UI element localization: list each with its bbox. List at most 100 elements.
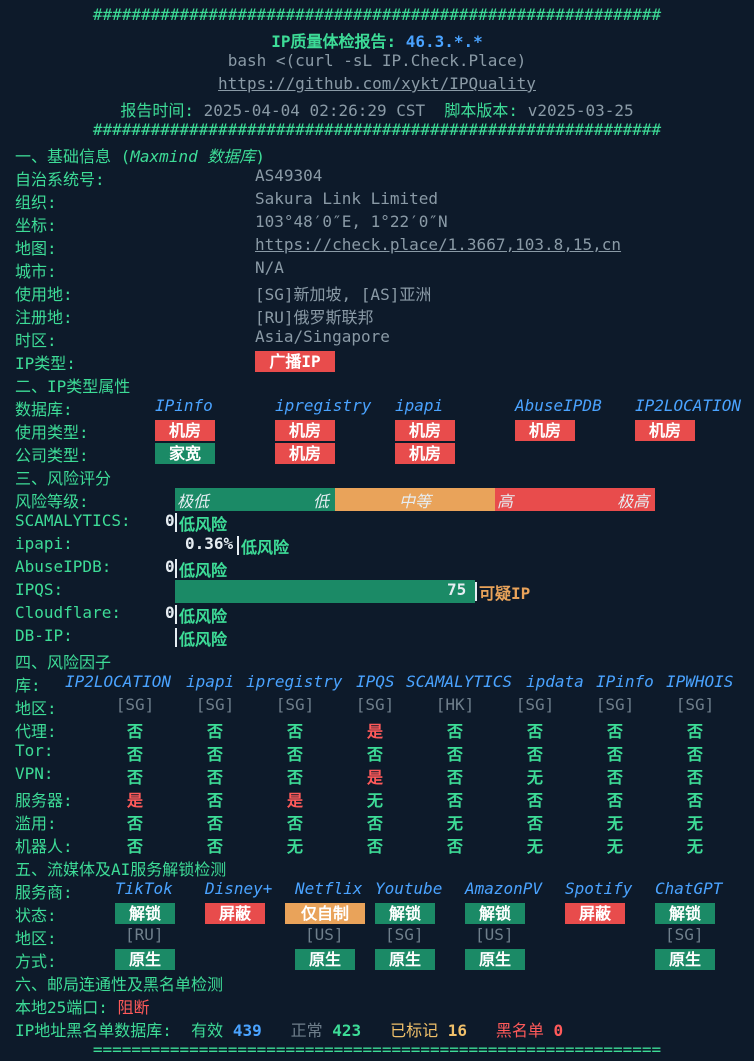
factor-cell: 否: [206, 768, 223, 787]
iptype-label: IP类型:: [15, 354, 76, 373]
asn-label: 自治系统号:: [15, 170, 105, 189]
report-time-label: 报告时间:: [120, 101, 204, 120]
registration-value: [RU]俄罗斯联邦: [255, 308, 374, 327]
risk-text: 可疑IP: [479, 584, 531, 603]
iptype-db-1: IPinfo: [155, 396, 213, 415]
blacklist-line: IP地址黑名单数据库: 有效 439 正常 423 已标记 16 黑名单 0: [15, 1017, 563, 1041]
factor-cell: 否: [126, 722, 143, 741]
factor-row-label: 服务器:: [15, 791, 73, 810]
stream-status-4: 解锁: [375, 903, 435, 924]
iptype-db-2: ipregistry: [275, 396, 372, 415]
risk-level-text: 高: [497, 492, 514, 511]
blacklist-label: IP地址黑名单数据库:: [15, 1021, 192, 1040]
stream-region-7: [SG]: [665, 925, 704, 944]
risk-text: 低风险: [179, 561, 228, 580]
risk-score: 0.36%: [185, 534, 234, 553]
iptype-usage-2: 机房: [275, 420, 335, 441]
factor-cell: [SG]: [195, 695, 235, 714]
risk-source-4: IPQS:: [15, 580, 64, 599]
report-meta: 报告时间: 2025-04-04 02:26:29 CST 脚本版本: v202…: [0, 97, 754, 121]
command-line: bash <(curl -sL IP.Check.Place): [227, 51, 527, 70]
factor-cell: 否: [206, 745, 223, 764]
section-basic-db: Maxmind 数据库: [130, 147, 256, 166]
stream-status-2: 屏蔽: [205, 903, 265, 924]
factor-row-label: 滥用:: [15, 814, 57, 833]
factor-lib-4: IPQS: [356, 672, 395, 691]
eq-divider: ========================================…: [92, 1040, 662, 1059]
factor-cell: 无: [686, 814, 703, 833]
stream-status-3: 仅自制: [285, 903, 365, 924]
section-factors-title: 四、风险因子: [15, 653, 112, 672]
factor-cell: 否: [526, 791, 543, 810]
factor-cell: 无: [606, 837, 623, 856]
factor-cell: 否: [286, 768, 303, 787]
stream-status-1: 解锁: [115, 903, 175, 924]
factor-cell: 否: [366, 745, 383, 764]
factor-cell: 否: [446, 837, 463, 856]
section-streaming-title: 五、流媒体及AI服务解锁检测: [15, 860, 227, 879]
risk-score: 75: [447, 580, 467, 599]
risk-scale-segment-2: 中等: [335, 488, 495, 511]
map-link[interactable]: https://check.place/1.3667,103.8,15,cn: [255, 235, 622, 254]
factor-cell: 否: [526, 745, 543, 764]
factor-cell: 否: [686, 768, 703, 787]
risk-level-text: 中等: [398, 492, 431, 511]
factor-cell: [SG]: [355, 695, 395, 714]
factor-cell: 无: [286, 837, 303, 856]
stream-region-3: [US]: [305, 925, 344, 944]
risk-divider: [175, 513, 177, 532]
iptype-db-5: IP2LOCATION: [635, 396, 741, 415]
org-value: Sakura Link Limited: [255, 189, 439, 208]
risk-level-text: 极高: [616, 492, 649, 511]
iptype-db-3: ipapi: [395, 396, 444, 415]
registration-label: 注册地:: [15, 308, 73, 327]
asn-value: AS49304: [255, 166, 323, 185]
factor-cell: 否: [526, 722, 543, 741]
hash-divider-top: ########################################…: [92, 5, 662, 24]
factor-cell: 无: [366, 791, 383, 810]
factor-cell: 否: [606, 745, 623, 764]
risk-source-6: DB-IP:: [15, 626, 73, 645]
iptype-usage-5: 机房: [635, 420, 695, 441]
factor-cell: 否: [206, 837, 223, 856]
factor-cell: 否: [366, 814, 383, 833]
city-value: N/A: [255, 258, 284, 277]
valid-count: 439: [232, 1021, 262, 1040]
factor-cell: 否: [446, 722, 463, 741]
stream-method-1: 原生: [115, 949, 175, 970]
factor-cell: 无: [526, 837, 543, 856]
stream-method-4: 原生: [375, 949, 435, 970]
stream-service-3: Netflix: [295, 879, 363, 898]
factor-cell: 否: [206, 722, 223, 741]
iptype-company-3: 机房: [395, 443, 455, 464]
section-iptype-title: 二、IP类型属性: [15, 377, 131, 396]
factor-row-label: 机器人:: [15, 837, 73, 856]
stream-service-5: AmazonPV: [465, 879, 543, 898]
section-basic-title: 一、基础信息 (Maxmind 数据库): [15, 143, 265, 167]
factor-cell: 否: [686, 722, 703, 741]
risk-divider: [237, 536, 239, 555]
factor-cell: [SG]: [515, 695, 555, 714]
iptype-usage-1: 机房: [155, 420, 215, 441]
repo-link[interactable]: https://github.com/xykt/IPQuality: [218, 74, 536, 93]
stream-method-3: 原生: [295, 949, 355, 970]
port25-line: 本地25端口: 阻断: [15, 994, 150, 1018]
factor-cell: [SG]: [115, 695, 155, 714]
risk-source-2: ipapi:: [15, 534, 73, 553]
risk-score: 0: [165, 557, 175, 576]
factor-cell: 否: [686, 791, 703, 810]
iptype-usage-3: 机房: [395, 420, 455, 441]
factor-cell: [HK]: [435, 695, 475, 714]
factor-lib-2: ipapi: [186, 672, 235, 691]
hash-divider-bottom: ########################################…: [92, 120, 662, 139]
factor-cell: 否: [286, 814, 303, 833]
risk-score: 0: [165, 603, 175, 622]
iptype-db-4: AbuseIPDB: [515, 396, 602, 415]
report-title-ip: 46.3.*.*: [405, 32, 483, 51]
coord-label: 坐标:: [15, 216, 57, 235]
iptype-company-label: 公司类型:: [15, 446, 89, 465]
script-version-label: 脚本版本:: [425, 101, 528, 120]
factor-cell: 是: [366, 722, 383, 741]
factor-row-label: VPN:: [15, 764, 54, 783]
report-time: 2025-04-04 02:26:29 CST: [203, 101, 426, 120]
